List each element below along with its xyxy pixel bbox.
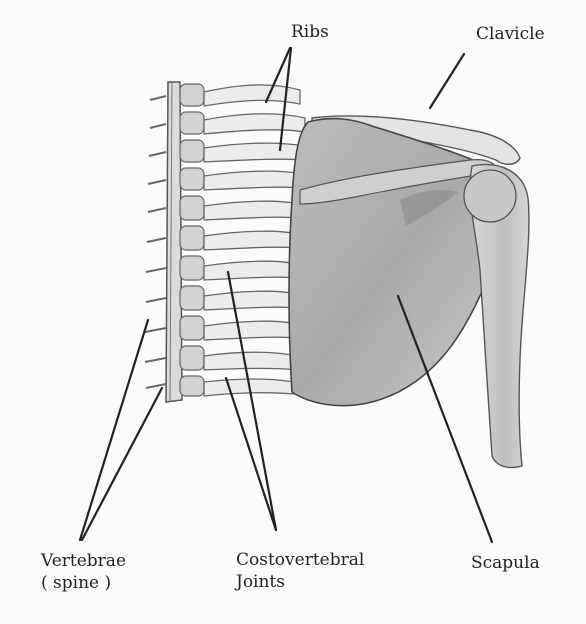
- vertebrae-label: Vertebrae ( spine ): [41, 550, 126, 594]
- vertebrae-label-line2: ( spine ): [41, 572, 126, 594]
- vertebrae-label-line1: Vertebrae: [41, 550, 126, 572]
- scapula-label: Scapula: [471, 552, 540, 574]
- costovertebral-label-line2: Joints: [236, 571, 364, 593]
- vertebral-column: [145, 82, 204, 402]
- clavicle-pointer: [430, 54, 464, 108]
- ribs-label: Ribs: [291, 21, 329, 43]
- vertebrae-pointer-2: [82, 388, 162, 540]
- costovertebral-label-line1: Costovertebral: [236, 549, 364, 571]
- humeral-head: [464, 170, 516, 222]
- costovertebral-joints-label: Costovertebral Joints: [236, 549, 364, 593]
- vertebrae-pointer-1: [80, 320, 148, 540]
- clavicle-label: Clavicle: [476, 23, 545, 45]
- costo-pointer-1: [228, 272, 276, 530]
